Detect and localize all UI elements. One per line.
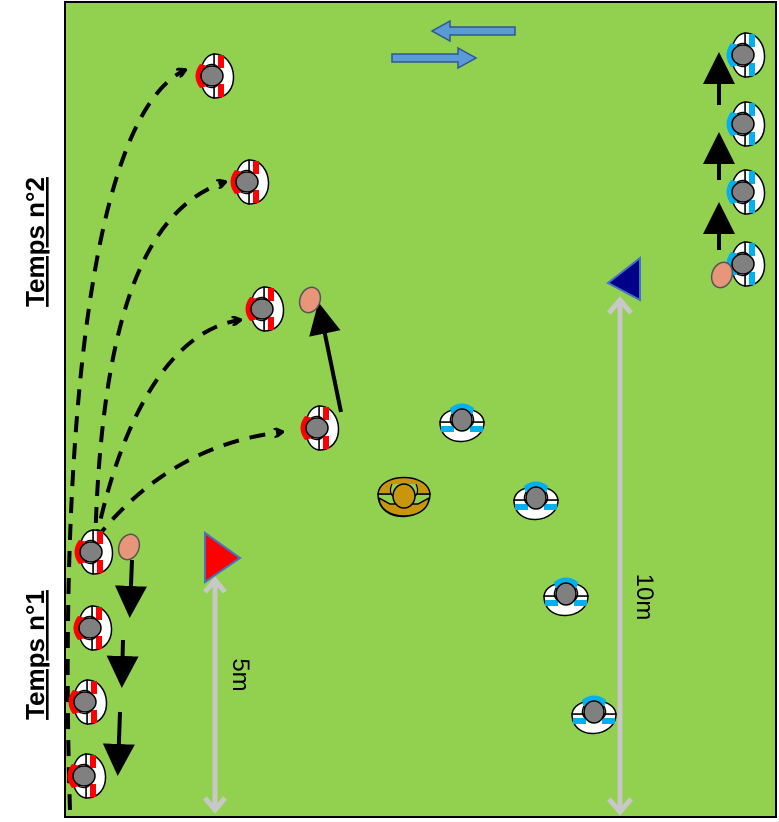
distance-5m-label: 5m	[227, 658, 254, 691]
coach-icon	[377, 476, 431, 518]
distance-10m-label: 10m	[631, 574, 658, 621]
phase-2-label: Temps n°2	[20, 177, 50, 307]
cone-icon	[606, 255, 641, 302]
measure-10m: 10m	[607, 296, 658, 816]
phase-1-label: Temps n°1	[20, 590, 50, 720]
measure-5m: 5m	[203, 576, 254, 814]
direction-arrow-icon	[391, 19, 516, 70]
cone-icon	[204, 531, 242, 584]
field	[64, 1, 777, 818]
run-lines	[65, 70, 282, 811]
movement-arrows	[102, 52, 735, 776]
